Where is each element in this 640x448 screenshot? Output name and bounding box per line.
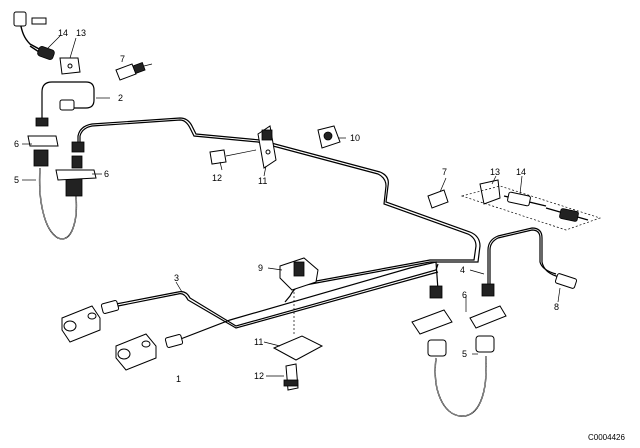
brake-hose-top-left: [13, 11, 55, 60]
clip-9: [279, 257, 319, 291]
callout-11-top: 11: [258, 176, 267, 186]
distributor-block-upper: [61, 305, 101, 343]
distributor-block-lower: [115, 333, 157, 371]
callout-labels: 14 13 7 2 6 5 6 3 1 12 11 10 9 11 12 7 1…: [14, 28, 559, 384]
brake-pipe-4: [487, 227, 578, 289]
bracket-bottom: [272, 335, 324, 391]
right-hose-top: [427, 179, 602, 231]
callout-6-right: 6: [462, 290, 467, 300]
callout-11-bottom: 11: [254, 337, 263, 347]
callout-14-right: 14: [516, 167, 526, 177]
callout-7-top: 7: [120, 54, 125, 64]
callout-13-right: 13: [490, 167, 500, 177]
document-id: C0004426: [588, 433, 625, 442]
left-hose-assembly: [27, 135, 97, 240]
center-bracket-top: [209, 125, 277, 169]
callout-5-right: 5: [462, 349, 467, 359]
callout-12-bottom: 12: [254, 371, 264, 381]
callout-3: 3: [174, 273, 179, 283]
callout-10: 10: [350, 133, 360, 143]
clip-10: [317, 125, 341, 149]
bleed-screw-top: [115, 62, 153, 81]
brake-pipe-3: [100, 261, 439, 348]
callout-9: 9: [258, 263, 263, 273]
callout-12-top: 12: [212, 173, 222, 183]
callout-6-left-top: 6: [14, 139, 19, 149]
callout-6-left-bottom: 6: [104, 169, 109, 179]
callout-13-top: 13: [76, 28, 86, 38]
callout-8: 8: [554, 302, 559, 312]
callout-2: 2: [118, 93, 123, 103]
brake-pipe-2: [35, 81, 95, 127]
callout-4: 4: [460, 265, 465, 275]
callout-14-top: 14: [58, 28, 68, 38]
callout-5-left: 5: [14, 175, 19, 185]
bracket-top-left: [59, 57, 81, 75]
callout-1: 1: [176, 374, 181, 384]
leader-lines: [22, 35, 561, 377]
right-hose-assembly: [411, 283, 507, 417]
callout-7-right: 7: [442, 167, 447, 177]
